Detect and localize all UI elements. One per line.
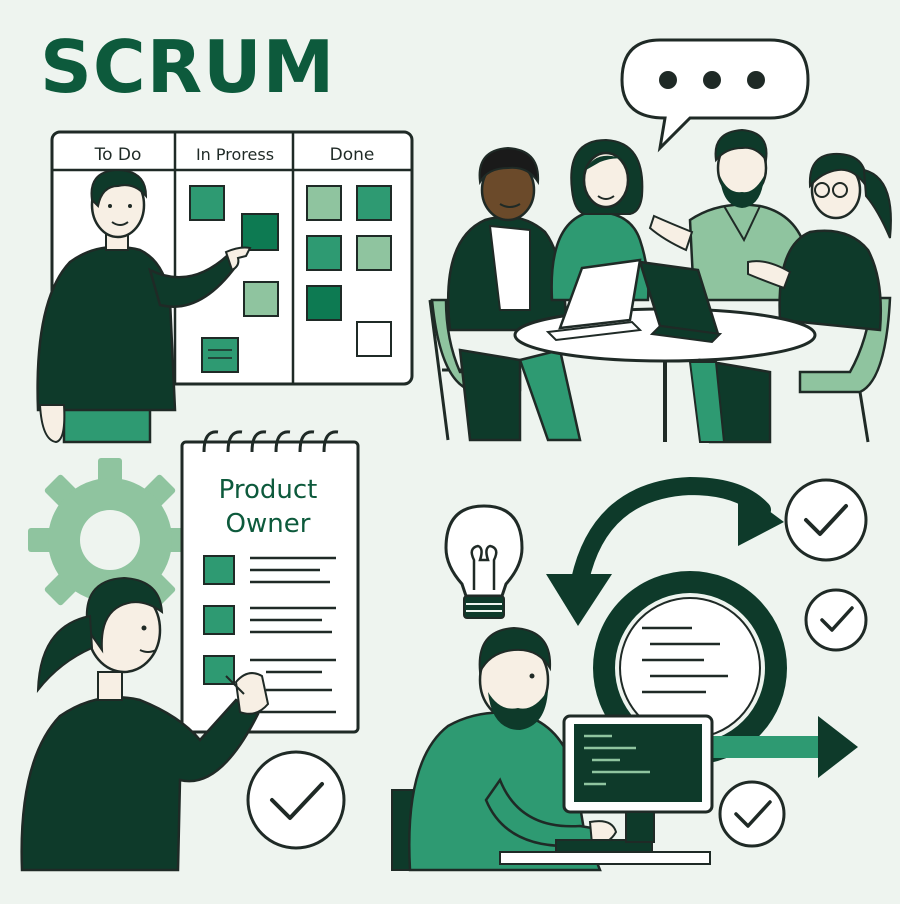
task-card — [241, 213, 279, 251]
arrow-right-icon — [708, 716, 858, 778]
lightbulb-icon — [444, 504, 524, 619]
checkmark-icon — [784, 478, 868, 562]
task-card — [306, 185, 342, 221]
laptop-icon — [638, 260, 723, 344]
product-owner-figure — [20, 576, 270, 872]
checkmark-icon — [804, 588, 868, 652]
backlog-checkbox — [203, 555, 235, 585]
product-owner-label-line1: Product — [219, 475, 318, 505]
column-header-in-progress: In Proress — [196, 145, 274, 164]
task-card — [356, 321, 392, 357]
checkmark-icon — [718, 780, 786, 848]
column-header-done: Done — [330, 145, 375, 165]
product-owner-notepad: Product Owner — [180, 430, 360, 734]
gear-icon — [28, 458, 192, 622]
task-card — [306, 235, 342, 271]
task-card — [306, 285, 342, 321]
task-card — [189, 185, 225, 221]
task-card — [356, 235, 392, 271]
monitor-icon — [562, 714, 714, 843]
column-header-todo: To Do — [94, 145, 142, 165]
task-card — [356, 185, 392, 221]
checkmark-icon — [246, 750, 346, 850]
cycle-arrows-icon — [546, 476, 787, 765]
team-meeting — [428, 128, 892, 444]
task-card — [243, 281, 279, 317]
speech-bubble-icon — [620, 38, 810, 153]
backlog-checkbox — [203, 605, 235, 635]
laptop-icon — [545, 258, 643, 342]
scrum-master-figure — [36, 168, 252, 444]
task-card — [201, 337, 239, 373]
developer-figure — [391, 626, 711, 872]
page-title: SCRUM — [40, 25, 335, 109]
product-owner-label-line2: Owner — [226, 509, 311, 539]
